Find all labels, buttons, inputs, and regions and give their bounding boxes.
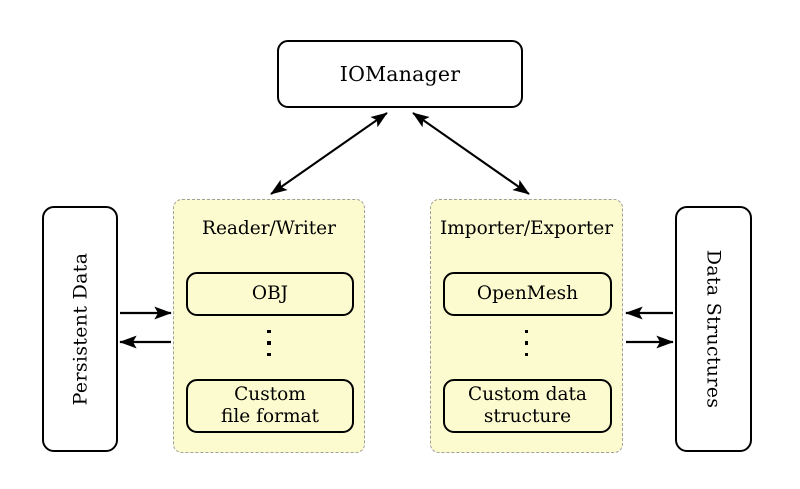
group-importer-exporter-title: Importer/Exporter [439, 218, 614, 239]
item-custom-file-format-line2: file format [221, 406, 319, 427]
item-custom-data-structure-line1: Custom data [468, 383, 587, 405]
item-obj-label: OBJ [251, 282, 289, 304]
item-custom-data-structure[interactable]: Custom data structure [443, 379, 612, 433]
item-custom-data-structure-line2: structure [483, 406, 572, 427]
node-persistent-data[interactable]: Persistent Data [42, 206, 118, 452]
item-custom-file-format[interactable]: Custom file format [186, 379, 354, 433]
node-data-structures-label: Data Structures [702, 249, 725, 409]
item-openmesh-label: OpenMesh [476, 282, 579, 304]
node-iomanager[interactable]: IOManager [277, 40, 523, 108]
group-reader-writer-title: Reader/Writer [202, 218, 336, 239]
group-importer-exporter[interactable]: Importer/Exporter OpenMesh Custom data s… [430, 199, 623, 453]
node-data-structures[interactable]: Data Structures [675, 206, 752, 452]
group-reader-writer[interactable]: Reader/Writer OBJ Custom file format [173, 199, 365, 453]
item-obj[interactable]: OBJ [186, 272, 354, 316]
connector-iomanager-importerexporter [412, 112, 530, 195]
node-iomanager-label: IOManager [339, 61, 461, 86]
item-custom-file-format-line1: Custom [234, 383, 306, 405]
ellipsis-importer-exporter [431, 330, 622, 357]
node-persistent-data-label: Persistent Data [69, 252, 91, 406]
ellipsis-reader-writer [174, 330, 364, 357]
connector-iomanager-readerwriter [270, 112, 388, 195]
item-openmesh[interactable]: OpenMesh [443, 272, 612, 316]
